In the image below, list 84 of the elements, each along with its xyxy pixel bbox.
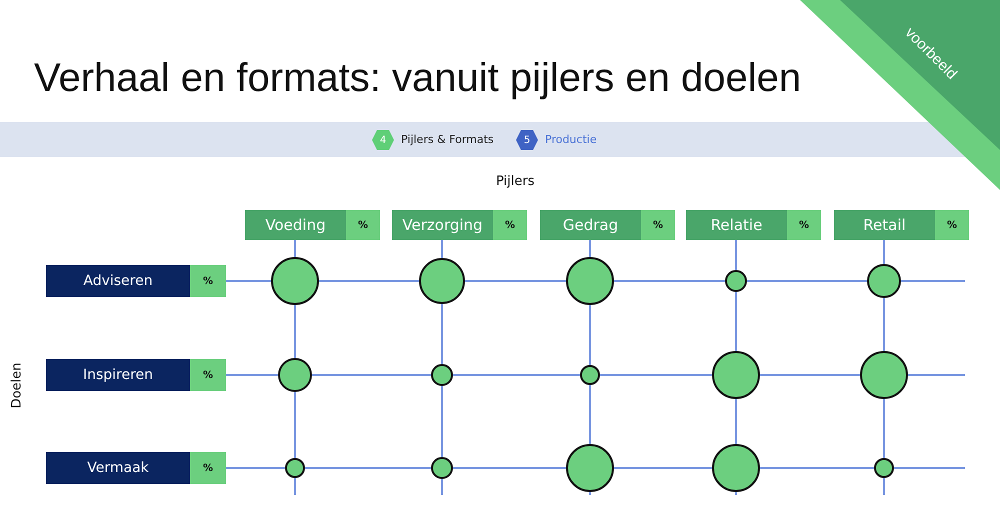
header-label: Inspireren — [82, 366, 154, 385]
score-circle — [271, 257, 319, 305]
grid-line — [760, 374, 860, 376]
grid-line — [883, 240, 885, 264]
row-header — [46, 452, 226, 484]
score-circle — [431, 457, 453, 479]
grid-line — [901, 280, 965, 282]
grid-line — [589, 305, 591, 365]
grid-line — [465, 280, 566, 282]
grid-line — [883, 478, 885, 495]
score-circle — [566, 257, 614, 305]
score-circle — [725, 270, 747, 292]
grid-line — [614, 280, 725, 282]
score-circle — [419, 258, 465, 304]
axis-label: Doelen — [9, 362, 24, 408]
header-label: Adviseren — [82, 272, 154, 291]
grid-line — [312, 374, 431, 376]
grid-line — [735, 292, 737, 351]
header-label: Retail — [862, 215, 907, 236]
grid-line — [747, 280, 867, 282]
step-label: Pijlers & Formats — [401, 133, 494, 146]
header-label: Relatie — [710, 215, 764, 236]
row-header — [46, 359, 226, 391]
grid-line — [441, 386, 443, 457]
grid-line — [294, 478, 296, 495]
grid-line — [294, 392, 296, 458]
slide-title: Verhaal en formats: vanuit pijlers en doelen — [34, 56, 802, 101]
percent-cell: % — [346, 210, 380, 240]
score-circle — [712, 444, 760, 492]
step-label: Productie — [545, 133, 597, 146]
grid-line — [226, 280, 271, 282]
score-circle — [860, 351, 908, 399]
score-circle — [431, 364, 453, 386]
grid-line — [305, 467, 431, 469]
column-header — [245, 210, 380, 240]
column-header — [540, 210, 675, 240]
grid-line — [600, 374, 712, 376]
column-header — [834, 210, 969, 240]
grid-line — [735, 492, 737, 495]
grid-line — [735, 399, 737, 444]
grid-line — [614, 467, 712, 469]
percent-cell: % — [190, 359, 226, 391]
score-circle — [278, 358, 312, 392]
grid-line — [760, 467, 874, 469]
header-label: Verzorging — [401, 215, 484, 236]
grid-line — [441, 304, 443, 364]
grid-line — [319, 280, 419, 282]
score-circle — [580, 365, 600, 385]
grid-line — [226, 467, 285, 469]
score-circle — [874, 458, 894, 478]
percent-cell: % — [493, 210, 527, 240]
column-header — [392, 210, 527, 240]
grid-line — [908, 374, 965, 376]
percent-cell: % — [190, 265, 226, 297]
percent-cell: % — [641, 210, 675, 240]
step-number: 4 — [380, 134, 386, 146]
grid-line — [883, 298, 885, 351]
grid-line — [589, 492, 591, 495]
grid-line — [294, 240, 296, 257]
score-circle — [285, 458, 305, 478]
score-circle — [712, 351, 760, 399]
grid-line — [441, 479, 443, 495]
header-label: Voeding — [264, 215, 327, 236]
percent-cell: % — [787, 210, 821, 240]
grid-line — [453, 467, 566, 469]
axis-label: Pijlers — [496, 174, 535, 189]
grid-line — [453, 374, 580, 376]
column-header — [686, 210, 821, 240]
header-label: Vermaak — [86, 459, 150, 478]
row-header — [46, 265, 226, 297]
grid-line — [735, 240, 737, 270]
header-label: Gedrag — [562, 215, 620, 236]
score-circle — [566, 444, 614, 492]
percent-cell: % — [190, 452, 226, 484]
grid-line — [589, 385, 591, 444]
grid-line — [226, 374, 278, 376]
percent-cell: % — [935, 210, 969, 240]
grid-line — [894, 467, 965, 469]
step-number: 5 — [524, 134, 530, 146]
grid-line — [294, 305, 296, 358]
grid-line — [441, 240, 443, 258]
score-circle — [867, 264, 901, 298]
grid-line — [883, 399, 885, 458]
grid-line — [589, 240, 591, 257]
